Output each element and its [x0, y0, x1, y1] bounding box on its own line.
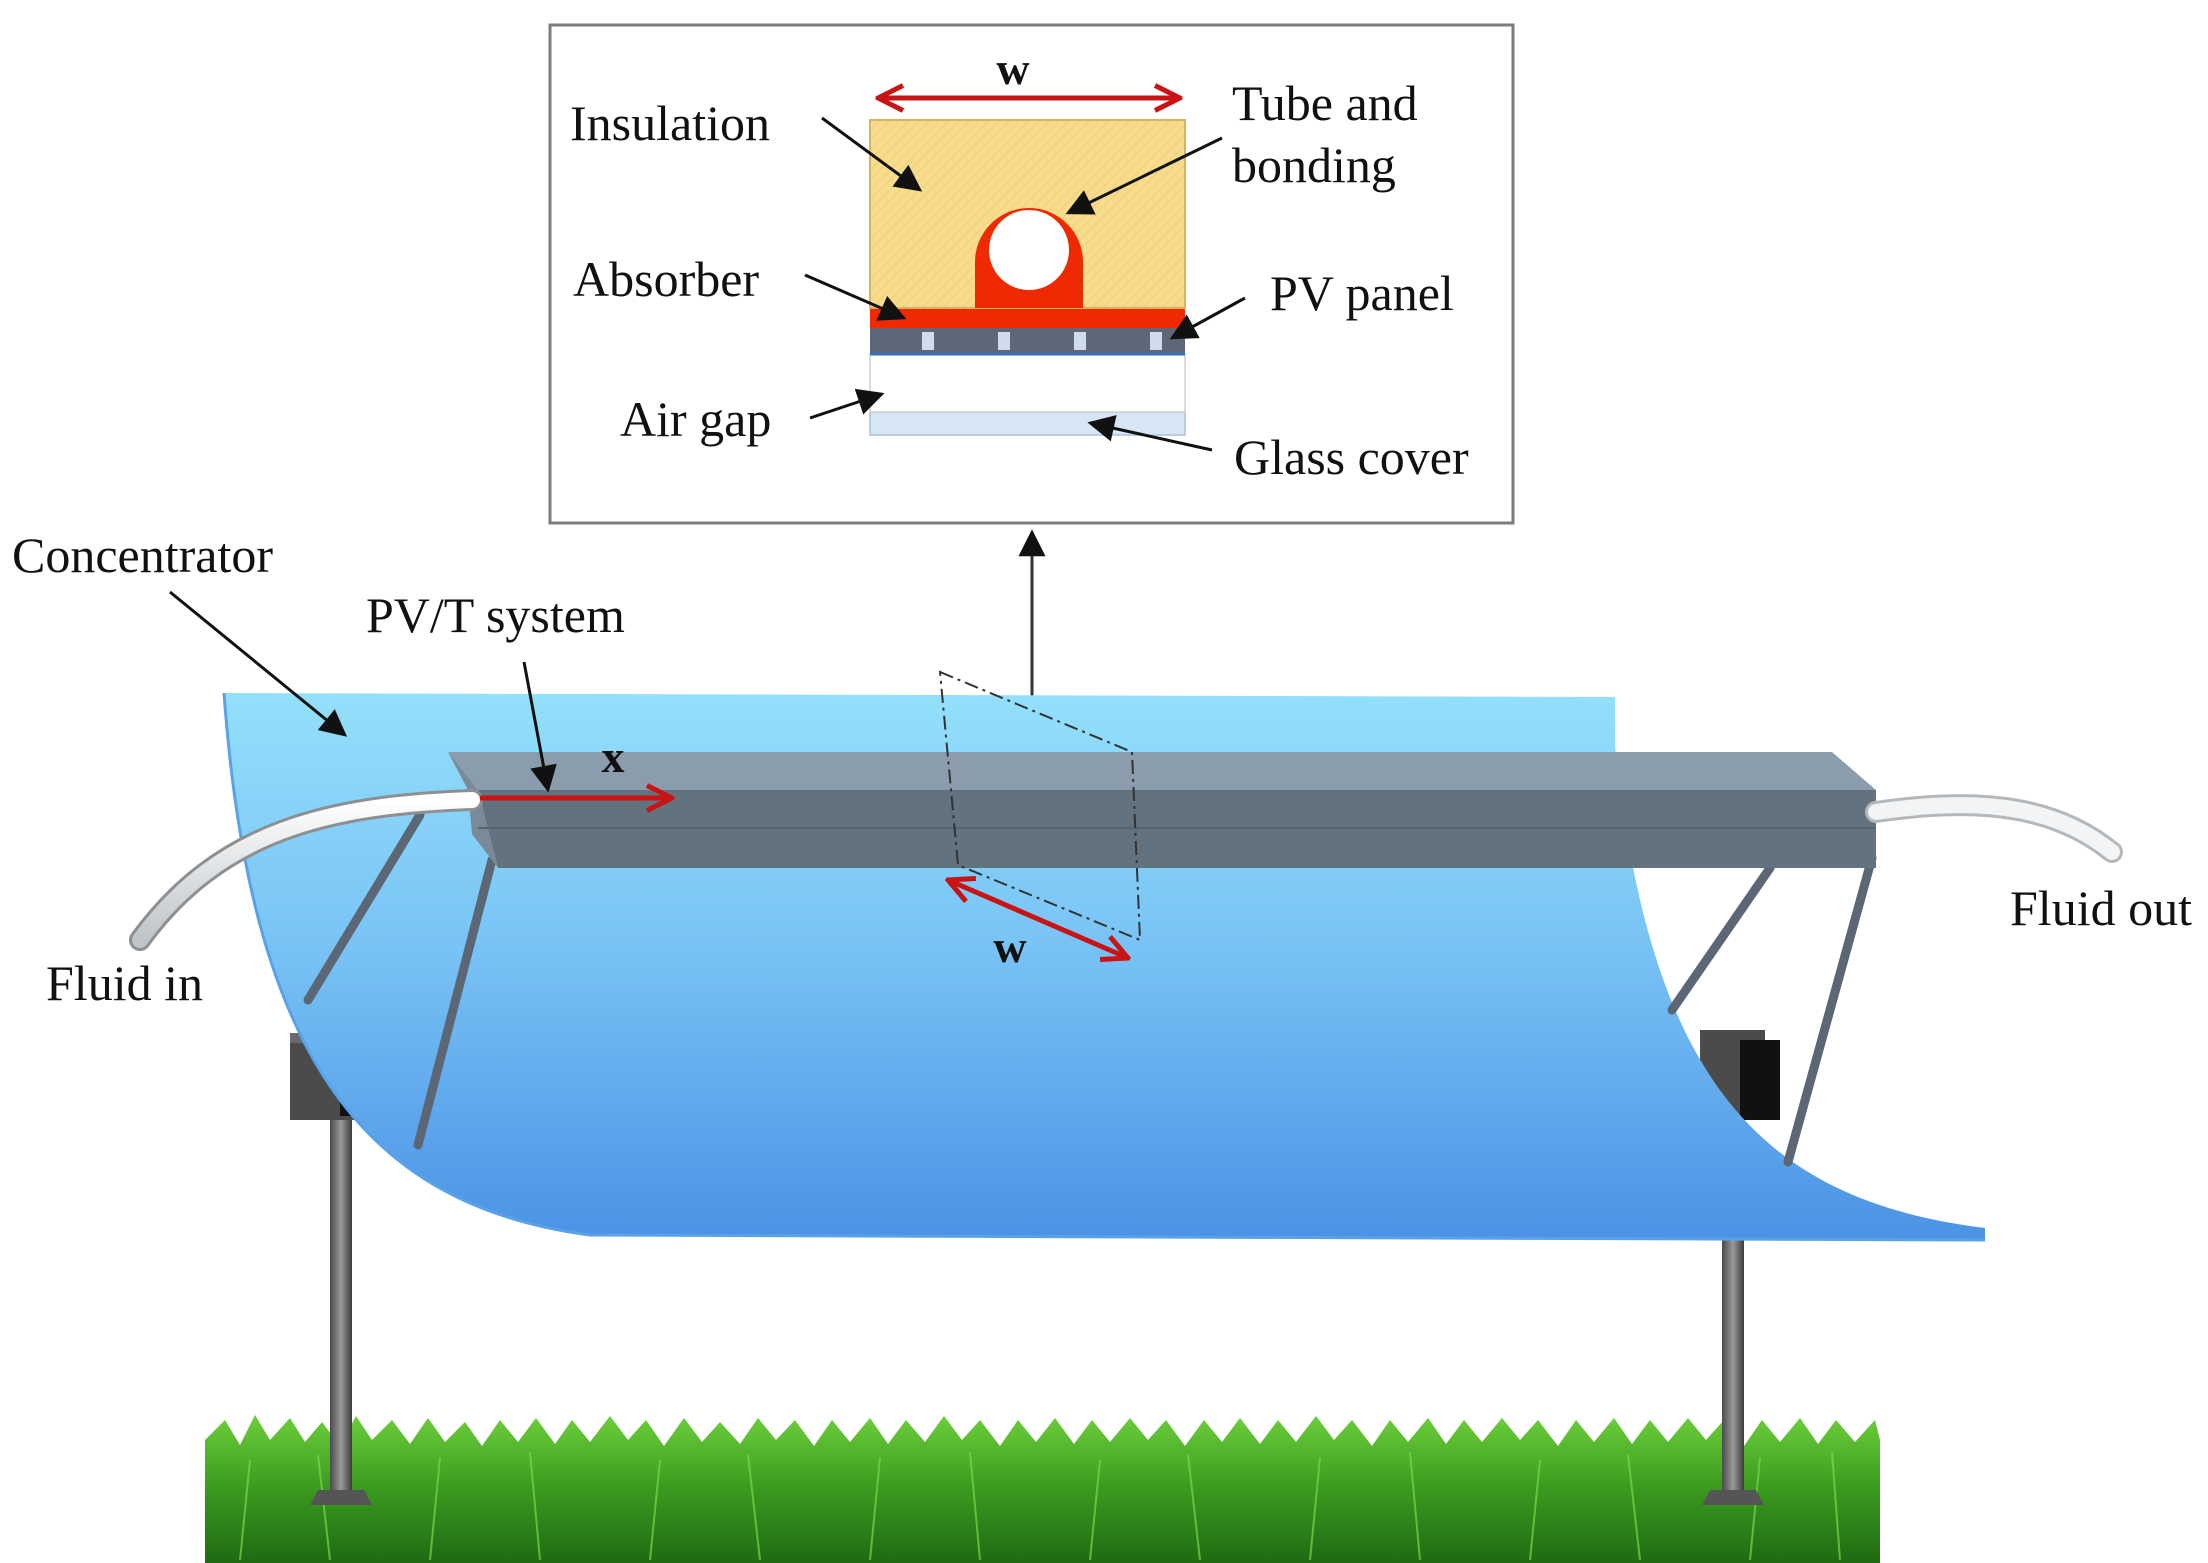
tube-bonding-label-2: bonding [1232, 137, 1396, 193]
pvt-system-leader [522, 661, 557, 793]
right-support [1700, 1030, 1780, 1505]
insulation-label: Insulation [570, 95, 770, 151]
concentrator-label: Concentrator [12, 527, 273, 583]
pvt-bar-top [448, 752, 1876, 790]
pv-cell-gaps [922, 332, 1162, 350]
concentrator-leader [169, 590, 348, 737]
pvt-receiver [303, 752, 1877, 1167]
pv-panel [870, 328, 1185, 354]
section-plane [938, 670, 1142, 942]
pv-panel-label: PV panel [1270, 265, 1454, 321]
air-gap-label: Air gap [620, 391, 771, 447]
inset-width-label: w [996, 43, 1029, 94]
absorber-label: Absorber [573, 251, 759, 307]
glass-cover [869, 411, 1186, 436]
section-width-arrow: w [948, 880, 1128, 972]
cross-section-inset: w Insulation Tube and bonding Absorber P… [548, 23, 1515, 525]
grass [205, 1415, 1880, 1563]
x-axis-arrow: x [480, 731, 672, 798]
fluid-tubes [129, 789, 2123, 951]
x-axis-label: x [602, 731, 625, 782]
absorber [870, 308, 1185, 328]
air-gap [869, 353, 1186, 413]
glass-cover-label: Glass cover [1234, 429, 1469, 485]
tube-bonding-label-1: Tube and [1232, 75, 1418, 131]
fluid-out-label: Fluid out [2010, 880, 2192, 936]
fluid-in-label: Fluid in [46, 955, 203, 1011]
pvt-system-label: PV/T system [366, 587, 625, 643]
tube [989, 210, 1069, 290]
inset-leader-arrows [804, 116, 1246, 452]
section-width-label: w [993, 921, 1026, 972]
